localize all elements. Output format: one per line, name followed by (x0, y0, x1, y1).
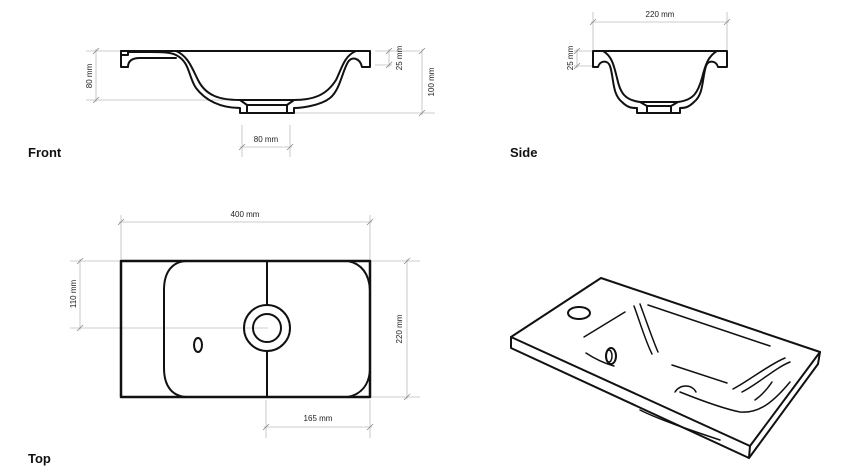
side-dim-25mm: 25 mm (566, 45, 575, 70)
tap-hole (567, 306, 591, 320)
perspective-view (510, 277, 821, 459)
top-dim-400mm: 400 mm (231, 210, 260, 219)
top-dim-110mm: 110 mm (69, 280, 78, 309)
front-dim-25mm: 25 mm (395, 45, 404, 70)
front-dim-80mm-height: 80 mm (85, 63, 94, 88)
front-view-label: Front (28, 145, 62, 160)
front-dimension-labels: 80 mm 25 mm 100 mm 80 mm (85, 45, 436, 144)
top-dim-220mm: 220 mm (395, 314, 404, 343)
overflow-hole (193, 337, 203, 353)
front-dim-80mm-drain: 80 mm (254, 135, 279, 144)
top-view-label: Top (28, 451, 51, 466)
top-dimension-lines (70, 215, 420, 438)
side-dim-220mm: 220 mm (646, 10, 675, 19)
side-view-label: Side (510, 145, 538, 160)
side-dimension-labels: 220 mm 25 mm (566, 10, 675, 70)
front-dim-100mm: 100 mm (427, 67, 436, 96)
side-view: 220 mm 25 mm (566, 10, 731, 114)
top-dimension-labels: 400 mm 110 mm 220 mm 165 mm (69, 210, 404, 423)
drain-outer-ring (243, 304, 291, 352)
top-dim-165mm: 165 mm (304, 414, 333, 423)
top-basin-outline (119, 259, 372, 399)
front-dimension-lines (86, 47, 435, 157)
top-view: 400 mm 110 mm 220 mm 165 mm (69, 210, 420, 438)
drain-inner-ring (252, 313, 282, 343)
front-view: 80 mm 25 mm 100 mm 80 mm (85, 45, 436, 157)
front-basin-outline (120, 50, 371, 114)
side-dimension-lines (573, 12, 731, 70)
side-basin-outline (592, 50, 728, 114)
